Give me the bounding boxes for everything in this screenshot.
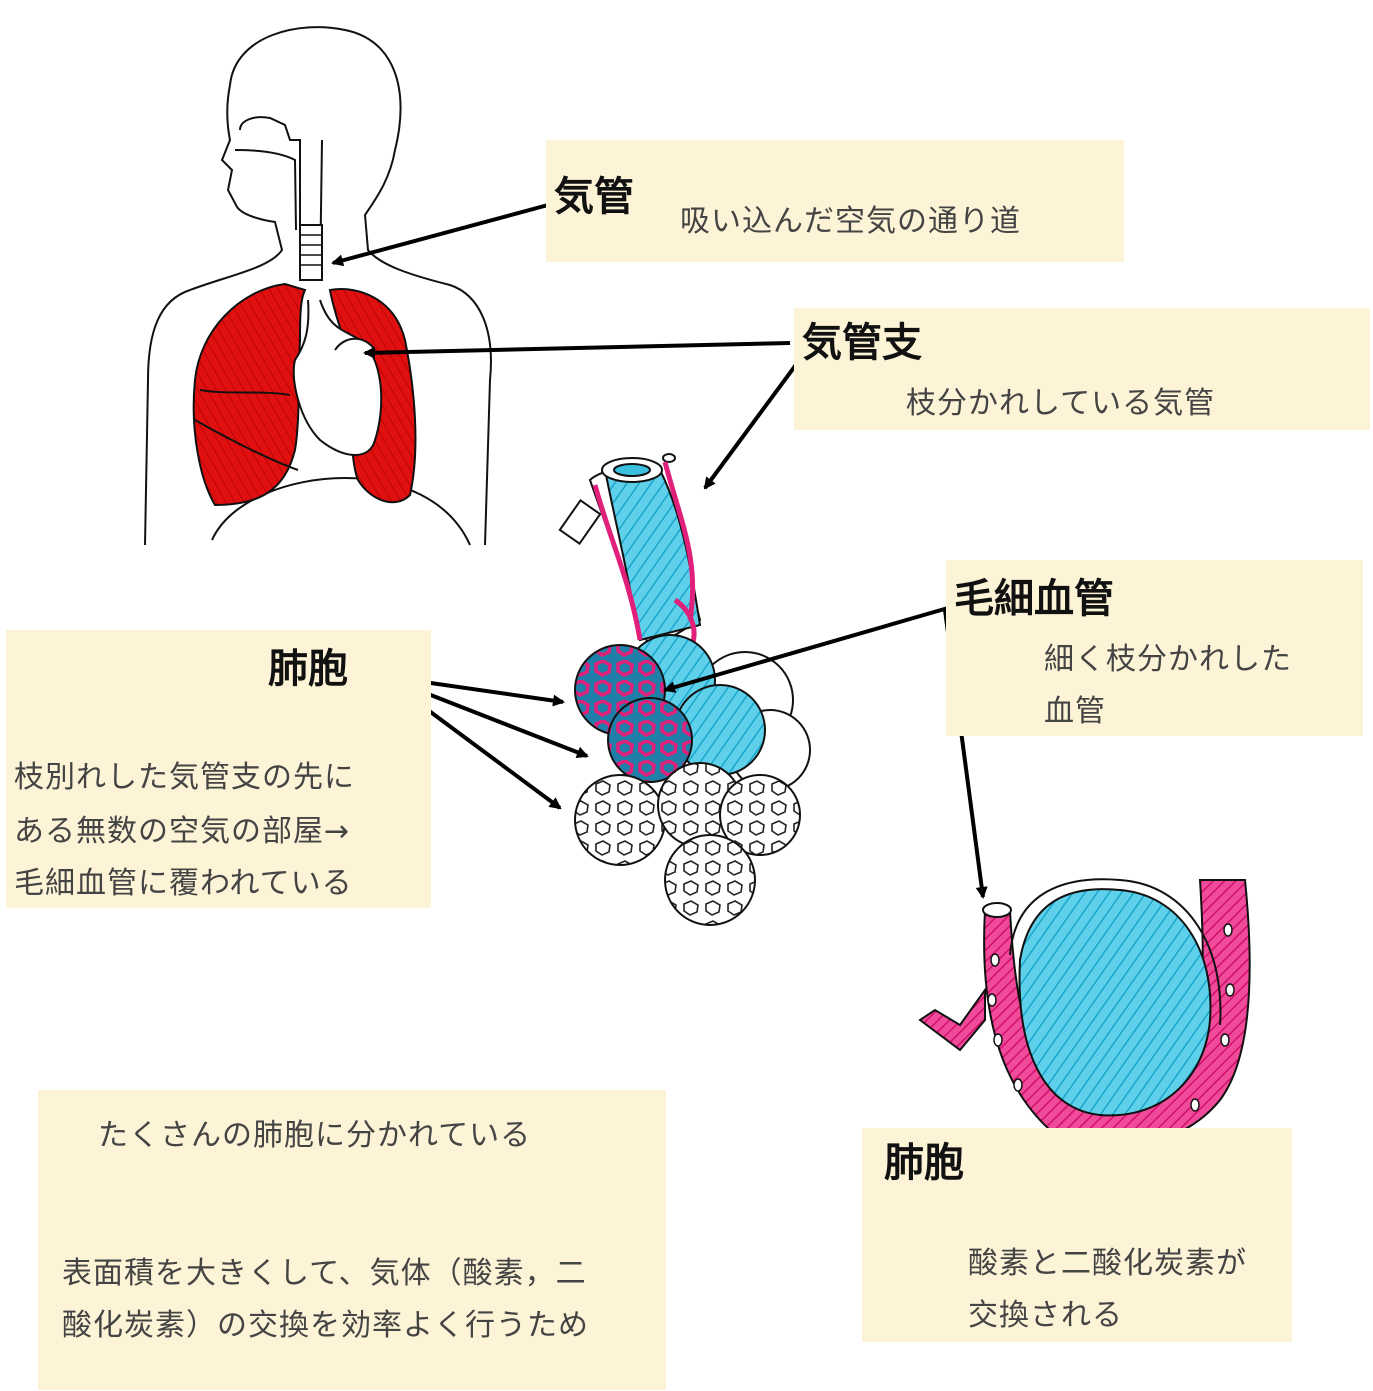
alveolus-left-description-line3: 毛細血管に覆われている: [14, 858, 353, 902]
capillary-title: 毛細血管: [954, 566, 1114, 624]
single-alveolus-drawing: [920, 879, 1250, 1147]
summary-line1: たくさんの肺胞に分かれている: [98, 1110, 531, 1154]
bronchi-title: 気管支: [802, 310, 922, 368]
capillary-description-line1: 細く枝分かれした: [1044, 634, 1292, 678]
alveoli-cluster-drawing: [560, 454, 810, 925]
summary-line2: 表面積を大きくして、気体（酸素，二: [62, 1248, 587, 1292]
bronchi-label-box: 気管支 枝分かれしている気管: [794, 308, 1370, 430]
trachea-title: 気管: [554, 164, 634, 222]
summary-line3: 酸化炭素）の交換を効率よく行うため: [62, 1300, 589, 1344]
alveolus-left-title: 肺胞: [268, 636, 348, 694]
trachea-description: 吸い込んだ空気の通り道: [680, 196, 1021, 240]
trachea-drawing: [300, 225, 322, 280]
alveolus-left-description-line1: 枝別れした気管支の先に: [14, 752, 355, 796]
bronchi-description: 枝分かれしている気管: [906, 378, 1215, 422]
alveolus-right-description-line1: 酸素と二酸化炭素が: [968, 1238, 1247, 1282]
alveolus-right-label-box: 肺胞 酸素と二酸化炭素が 交換される: [862, 1128, 1292, 1342]
trachea-label-box: 気管 吸い込んだ空気の通り道: [546, 140, 1124, 262]
capillary-description-line2: 血管: [1044, 686, 1106, 730]
lungs-drawing: [194, 284, 416, 505]
arrow-capillary-cluster: [665, 608, 948, 690]
arrow-bronchi-lung: [365, 343, 790, 353]
human-body-figure: [145, 27, 491, 545]
summary-box: たくさんの肺胞に分かれている 表面積を大きくして、気体（酸素，二 酸化炭素）の交…: [38, 1090, 666, 1390]
alveolus-left-label-box: 肺胞 枝別れした気管支の先に ある無数の空気の部屋→ 毛細血管に覆われている: [6, 630, 431, 908]
alveolus-left-description-line2: ある無数の空気の部屋→: [14, 806, 350, 850]
arrow-bronchi-tube: [705, 362, 798, 488]
alveolus-right-description-line2: 交換される: [968, 1290, 1123, 1334]
capillary-label-box: 毛細血管 細く枝分かれした 血管: [946, 560, 1363, 736]
alveolus-right-title: 肺胞: [884, 1130, 964, 1188]
